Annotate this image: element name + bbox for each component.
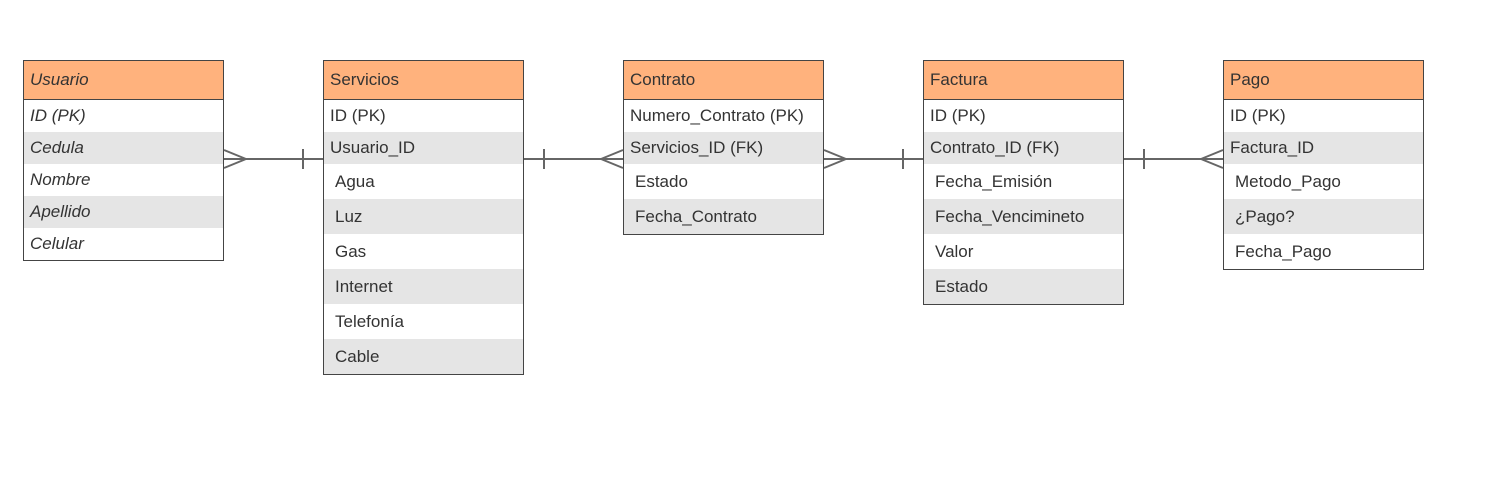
entity-servicios-field: Cable [324, 339, 523, 374]
entity-pago-field: Metodo_Pago [1235, 171, 1341, 191]
entity-contrato-field: Estado [635, 171, 688, 191]
entity-usuario-field: Apellido [24, 196, 223, 228]
entity-pago-field: Factura_ID [1224, 132, 1423, 164]
entity-factura-field: Fecha_Vencimineto [924, 199, 1123, 234]
entity-usuario-field: ID (PK) [30, 106, 86, 125]
entity-pago-title: Pago [1224, 61, 1423, 100]
entity-servicios-field: Luz [324, 199, 523, 234]
entity-contrato-title: Contrato [624, 61, 823, 100]
relationship-factura-pago-crowfoot [1200, 149, 1224, 160]
entity-factura-title: Factura [924, 61, 1123, 100]
entity-factura[interactable]: Factura ID (PK) Contrato_ID (FK) Fecha_E… [923, 60, 1124, 305]
entity-contrato-field: Numero_Contrato (PK) [630, 106, 804, 125]
entity-servicios-field: Usuario_ID [324, 132, 523, 164]
entity-contrato-field: Fecha_Contrato [624, 199, 823, 234]
entity-usuario-title: Usuario [24, 61, 223, 100]
entity-servicios-field: Agua [335, 171, 375, 191]
entity-servicios-field: Internet [324, 269, 523, 304]
relationship-usuario-servicios-crowfoot [223, 149, 247, 160]
entity-servicios[interactable]: Servicios ID (PK) Usuario_ID Agua Luz Ga… [323, 60, 524, 375]
entity-servicios-field: Telefonía [335, 311, 404, 331]
relationship-contrato-factura-crowfoot [823, 158, 847, 169]
entity-servicios-field: ID (PK) [330, 106, 386, 125]
entity-pago[interactable]: Pago ID (PK) Factura_ID Metodo_Pago ¿Pag… [1223, 60, 1424, 270]
entity-usuario-field: Cedula [24, 132, 223, 164]
entity-usuario-field: Celular [30, 234, 84, 253]
entity-usuario-field: Nombre [30, 170, 91, 189]
entity-servicios-field: Gas [335, 241, 367, 261]
relationship-contrato-factura-crowfoot [823, 149, 847, 160]
relationship-servicios-contrato-crowfoot [600, 149, 624, 160]
entity-servicios-title: Servicios [324, 61, 523, 100]
entity-factura-field: Estado [924, 269, 1123, 304]
entity-factura-field: Valor [935, 241, 974, 261]
entity-pago-field: Fecha_Pago [1235, 241, 1332, 261]
entity-factura-field: Fecha_Emisión [935, 171, 1053, 191]
entity-factura-field: Contrato_ID (FK) [924, 132, 1123, 164]
entity-pago-field: ID (PK) [1230, 106, 1286, 125]
relationship-servicios-contrato-crowfoot [600, 158, 624, 169]
relationship-usuario-servicios-crowfoot [223, 158, 247, 169]
entity-pago-field: ¿Pago? [1224, 199, 1423, 234]
entity-factura-field: ID (PK) [930, 106, 986, 125]
entity-usuario[interactable]: Usuario ID (PK) Cedula Nombre Apellido C… [23, 60, 224, 261]
entity-contrato-field: Servicios_ID (FK) [624, 132, 823, 164]
relationship-factura-pago-crowfoot [1200, 158, 1224, 169]
entity-contrato[interactable]: Contrato Numero_Contrato (PK) Servicios_… [623, 60, 824, 235]
